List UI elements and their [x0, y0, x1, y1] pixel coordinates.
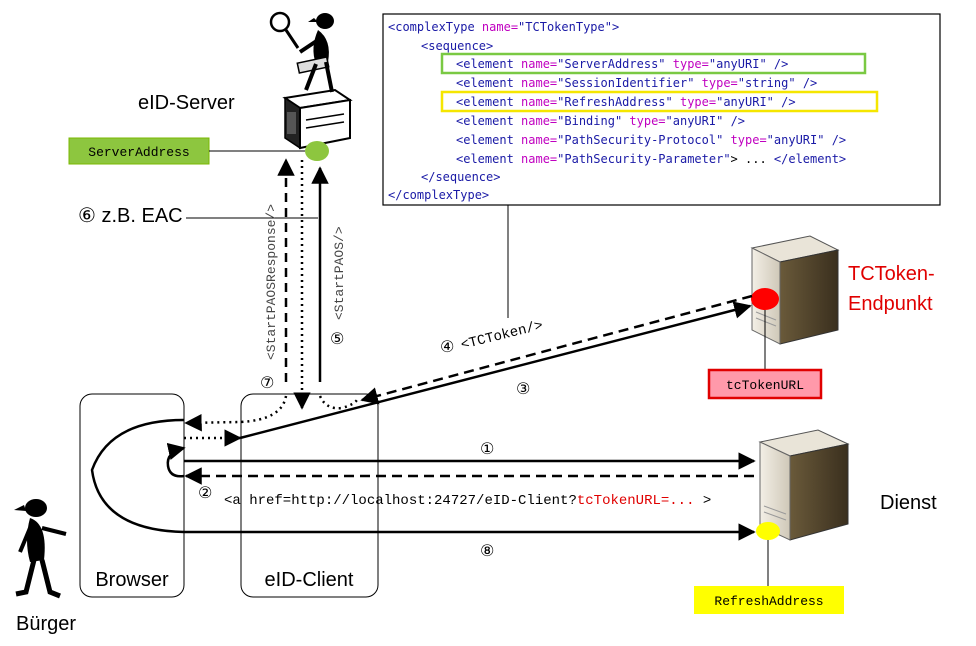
server-address-highlight: [440, 52, 867, 75]
browser-box: [79, 393, 185, 598]
xml-line-8: <element name="PathSecurity-Parameter"> …: [456, 152, 846, 166]
eid-server-icon: [269, 11, 353, 150]
tctoken-url-tag: [707, 368, 823, 400]
server-address-dot: [305, 141, 329, 161]
tctoken-label: <TCToken/>: [459, 318, 544, 354]
tctoken-endpoint-label-line1: TCToken-: [848, 263, 935, 285]
dienst-server-icon: [758, 429, 850, 541]
xml-line-2: <sequence>: [421, 39, 493, 53]
href-text: <a href=http://localhost:24727/eID-Clien…: [224, 493, 711, 509]
eid-server-label: eID-Server: [138, 92, 235, 114]
xml-schema-box: <complexType name="TCTokenType"> <sequen…: [382, 13, 941, 206]
step-8: ⑧: [480, 541, 494, 560]
server-address-tag: [68, 137, 210, 165]
refresh-address-dot: [756, 522, 780, 540]
step-4: ④: [440, 337, 454, 356]
tctoken-url-tag-text: tcTokenURL: [726, 378, 804, 393]
browser-label: Browser: [95, 569, 169, 591]
step-3: ③: [516, 379, 530, 398]
xml-line-7: <element name="PathSecurity-Protocol" ty…: [456, 133, 846, 147]
xml-line-10: </complexType>: [388, 188, 489, 202]
step-5: ⑤: [330, 329, 344, 348]
buerger-browser-curve: [90, 418, 185, 534]
xml-line-1: <complexType name="TCTokenType">: [388, 20, 619, 34]
buerger-icon: [14, 499, 67, 599]
eac-label: ⑥ z.B. EAC: [78, 205, 183, 227]
refresh-address-tag: [694, 586, 844, 614]
tctoken-endpoint-dot: [751, 288, 779, 310]
start-paos-label: <StartPAOS/>: [332, 226, 347, 320]
dienst-label: Dienst: [880, 492, 937, 514]
step-1: ①: [480, 439, 494, 458]
tctoken-endpoint-label-line2: Endpunkt: [848, 293, 933, 315]
step-2: ②: [198, 483, 212, 502]
step5-dotted-curve: [318, 395, 360, 410]
step2-curl: [166, 442, 186, 478]
step7-dotted-arrow: [184, 395, 288, 432]
refresh-address-highlight: [440, 90, 879, 113]
step-7: ⑦: [260, 373, 274, 392]
start-paos-response-label: <StartPAOSResponse/>: [264, 204, 279, 360]
xml-line-4: <element name="SessionIdentifier" type="…: [456, 76, 817, 90]
xml-line-5: <element name="RefreshAddress" type="any…: [456, 95, 796, 109]
step3-arrow: [239, 301, 752, 440]
refresh-address-tag-text: RefreshAddress: [714, 594, 823, 609]
server-address-tag-text: ServerAddress: [88, 145, 189, 160]
eid-client-label: eID-Client: [265, 569, 354, 591]
xml-line-9: </sequence>: [421, 170, 500, 184]
xml-line-6: <element name="Binding" type="anyURI" />: [456, 114, 745, 128]
buerger-label: Bürger: [16, 613, 76, 635]
tctoken-dashed-arrow: [360, 294, 753, 405]
xml-line-3: <element name="ServerAddress" type="anyU…: [456, 57, 788, 71]
